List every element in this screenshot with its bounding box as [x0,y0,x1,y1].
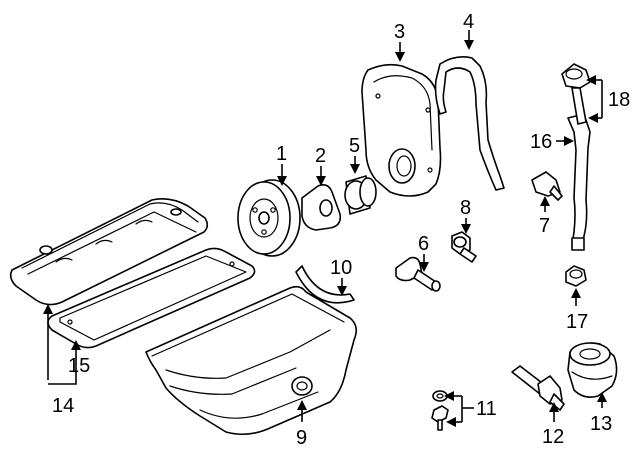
callout-7: 7 [539,215,550,237]
callout-12: 12 [542,426,564,448]
crank-reluctor-part [301,184,342,231]
crank-pulley-part [237,179,301,257]
dipstick-tube-part [567,113,591,251]
rear-seal-part [295,265,355,304]
callout-11: 11 [476,398,497,420]
callout-1: 1 [276,143,287,165]
callout-18: 18 [608,89,630,111]
callout-5: 5 [349,135,360,157]
drain-plug-11-part [431,390,449,431]
oil-filter-part [567,342,618,398]
timing-cover-gasket-part [434,56,505,191]
callout-17: 17 [566,311,588,333]
callout-labels: 1 2 3 4 5 6 7 8 9 10 11 12 13 14 15 16 1… [52,11,630,449]
connector-12-part [511,365,565,411]
callout-9: 9 [296,427,307,449]
bolt-8-part [451,231,477,263]
callout-2: 2 [315,145,326,167]
callout-8: 8 [460,197,471,219]
callout-15: 15 [68,355,90,377]
dipstick-part [561,63,591,125]
timing-cover-part [361,63,442,197]
callout-6: 6 [418,233,429,255]
callout-14: 14 [52,395,74,417]
sensor-6-part [395,256,441,292]
callout-13: 13 [590,413,612,435]
callout-3: 3 [394,21,405,43]
filter-cap-17-part [565,265,587,287]
valve-cover-part [9,198,209,306]
callout-10: 10 [330,257,352,279]
leader-lines [43,30,607,427]
callout-16: 16 [530,131,552,153]
valve-cover-gasket-part [47,247,256,349]
callout-4: 4 [463,11,474,33]
oil-pan-part [145,285,358,436]
sensor-7-part [531,171,563,201]
timing-sprocket-part [344,175,377,215]
